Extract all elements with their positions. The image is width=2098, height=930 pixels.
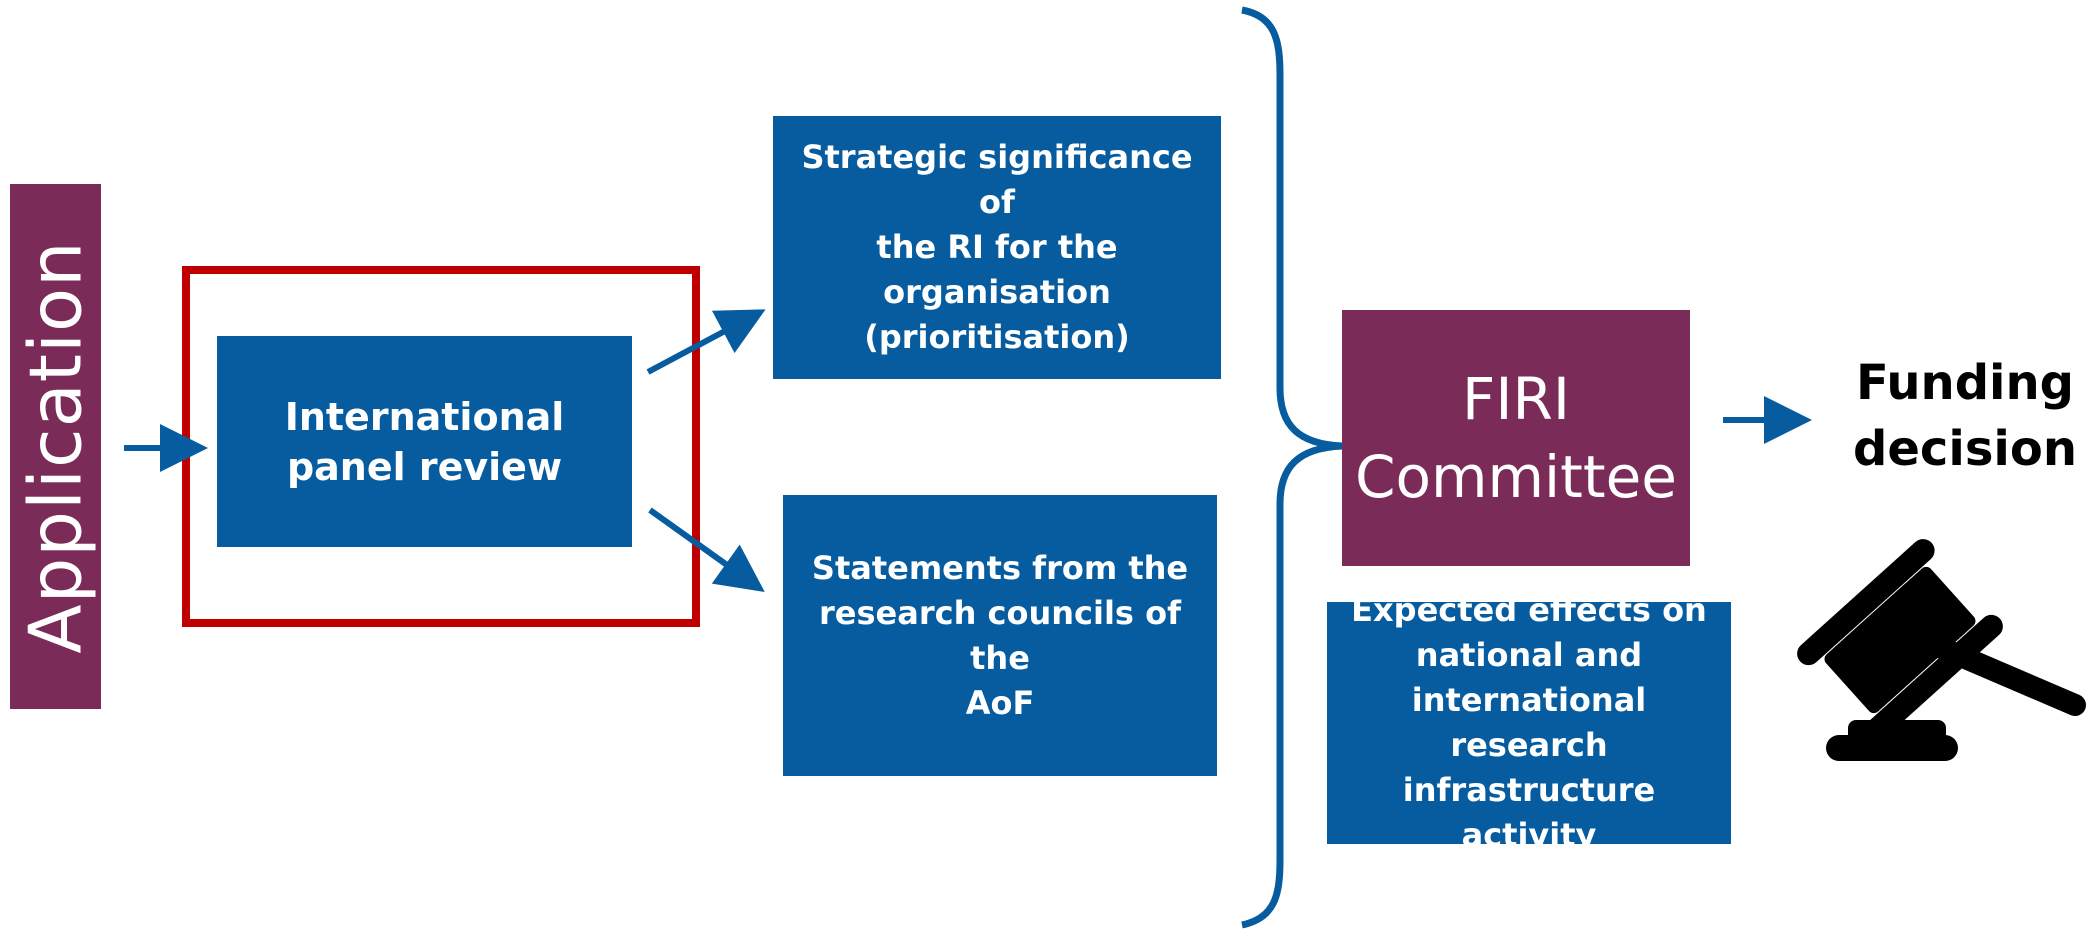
research-councils-label: Statements from the research councils of…: [811, 548, 1189, 722]
gavel-icon: [1797, 539, 2086, 761]
panel-review-label: International panel review: [284, 394, 565, 489]
application-box: Application: [10, 184, 101, 709]
application-label: Application: [13, 239, 98, 654]
arrow-review-to-strategic: [646, 309, 766, 375]
panel-review-box: International panel review: [217, 336, 632, 547]
research-councils-box: Statements from the research councils of…: [783, 495, 1217, 776]
strategic-significance-box: Strategic significance of the RI for the…: [773, 116, 1221, 379]
firi-committee-label: FIRI Committee: [1355, 365, 1677, 511]
firi-committee-box: FIRI Committee: [1342, 310, 1690, 566]
funding-decision-label: Funding decision: [1853, 355, 2077, 477]
arrow-review-to-statements: [648, 507, 765, 592]
strategic-significance-label: Strategic significance of the RI for the…: [801, 138, 1193, 356]
expected-effects-label: Expected effects on national and interna…: [1351, 591, 1707, 854]
expected-effects-box: Expected effects on national and interna…: [1327, 591, 1731, 854]
